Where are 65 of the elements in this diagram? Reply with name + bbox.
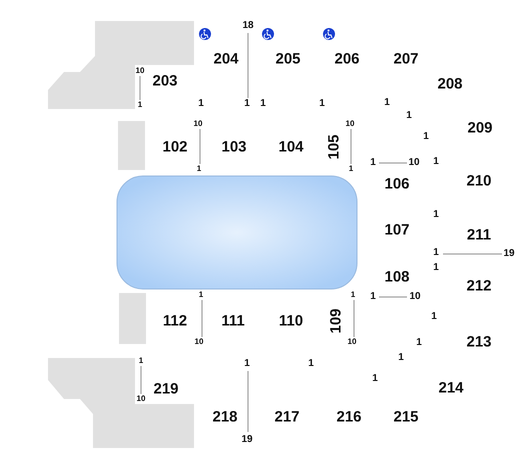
row-number: 1 (350, 291, 356, 299)
row-number: 10 (136, 395, 146, 403)
row-number: 1 (433, 248, 439, 258)
row-number: 1 (244, 359, 250, 369)
row-number: 10 (194, 120, 202, 128)
row-number: 10 (348, 338, 356, 346)
row-number: 1 (260, 99, 266, 109)
row-number: 1 (433, 210, 439, 220)
row-number: 1 (398, 353, 404, 363)
section-number: 212 (466, 278, 492, 294)
row-number: 1 (138, 357, 144, 365)
row-number: 10 (136, 67, 144, 75)
row-number: 1 (433, 157, 439, 167)
row-number: 1 (372, 374, 378, 384)
row-number: 1 (244, 99, 250, 109)
section-number: 105 (326, 134, 342, 160)
section-number: 203 (152, 74, 178, 88)
section-number: 106 (384, 176, 410, 192)
row-number: 1 (308, 359, 314, 369)
row-number: 1 (348, 165, 354, 173)
section-number: 211 (466, 228, 492, 242)
section-number: 218 (212, 410, 238, 424)
section-number: 208 (437, 76, 463, 92)
row-number: 1 (319, 99, 325, 109)
row-number: 1 (406, 111, 412, 121)
row-number: 1 (433, 263, 439, 273)
row-number: 1 (198, 291, 204, 299)
row-number: 1 (370, 158, 376, 168)
section-number: 217 (274, 410, 300, 424)
row-number: 18 (242, 21, 254, 31)
section-number: 210 (466, 174, 492, 188)
row-number: 10 (194, 338, 204, 346)
row-number: 1 (423, 132, 429, 142)
section-number: 216 (336, 410, 362, 424)
section-number: 205 (275, 52, 301, 66)
section-number: 215 (393, 410, 419, 424)
section-number: 214 (438, 380, 464, 396)
row-number: 19 (241, 435, 253, 445)
row-number: 1 (138, 101, 142, 109)
section-number: 103 (221, 140, 247, 154)
section-number: 204 (213, 52, 239, 66)
row-number: 10 (408, 158, 420, 168)
section-number: 110 (278, 314, 304, 328)
row-number: 1 (196, 165, 202, 173)
ice-rink (116, 176, 358, 290)
row-number: 10 (409, 292, 421, 302)
section-number: 213 (466, 334, 492, 350)
section-number: 104 (278, 140, 304, 154)
section-number: 107 (384, 222, 410, 238)
section-number: 111 (221, 314, 245, 328)
section-number: 209 (467, 120, 493, 136)
section-number: 112 (162, 314, 188, 328)
section-number: 102 (162, 140, 188, 154)
row-number: 1 (384, 98, 390, 108)
row-number: 19 (503, 249, 515, 259)
row-number: 1 (198, 99, 204, 109)
section-number: 108 (384, 270, 410, 284)
section-number: 206 (334, 52, 360, 66)
row-number: 1 (431, 312, 437, 322)
row-number: 10 (346, 120, 354, 128)
section-number: 109 (328, 308, 344, 334)
row-number: 1 (416, 338, 422, 348)
section-number: 219 (153, 382, 179, 396)
section-number: 207 (393, 52, 419, 66)
row-number: 1 (370, 292, 376, 302)
